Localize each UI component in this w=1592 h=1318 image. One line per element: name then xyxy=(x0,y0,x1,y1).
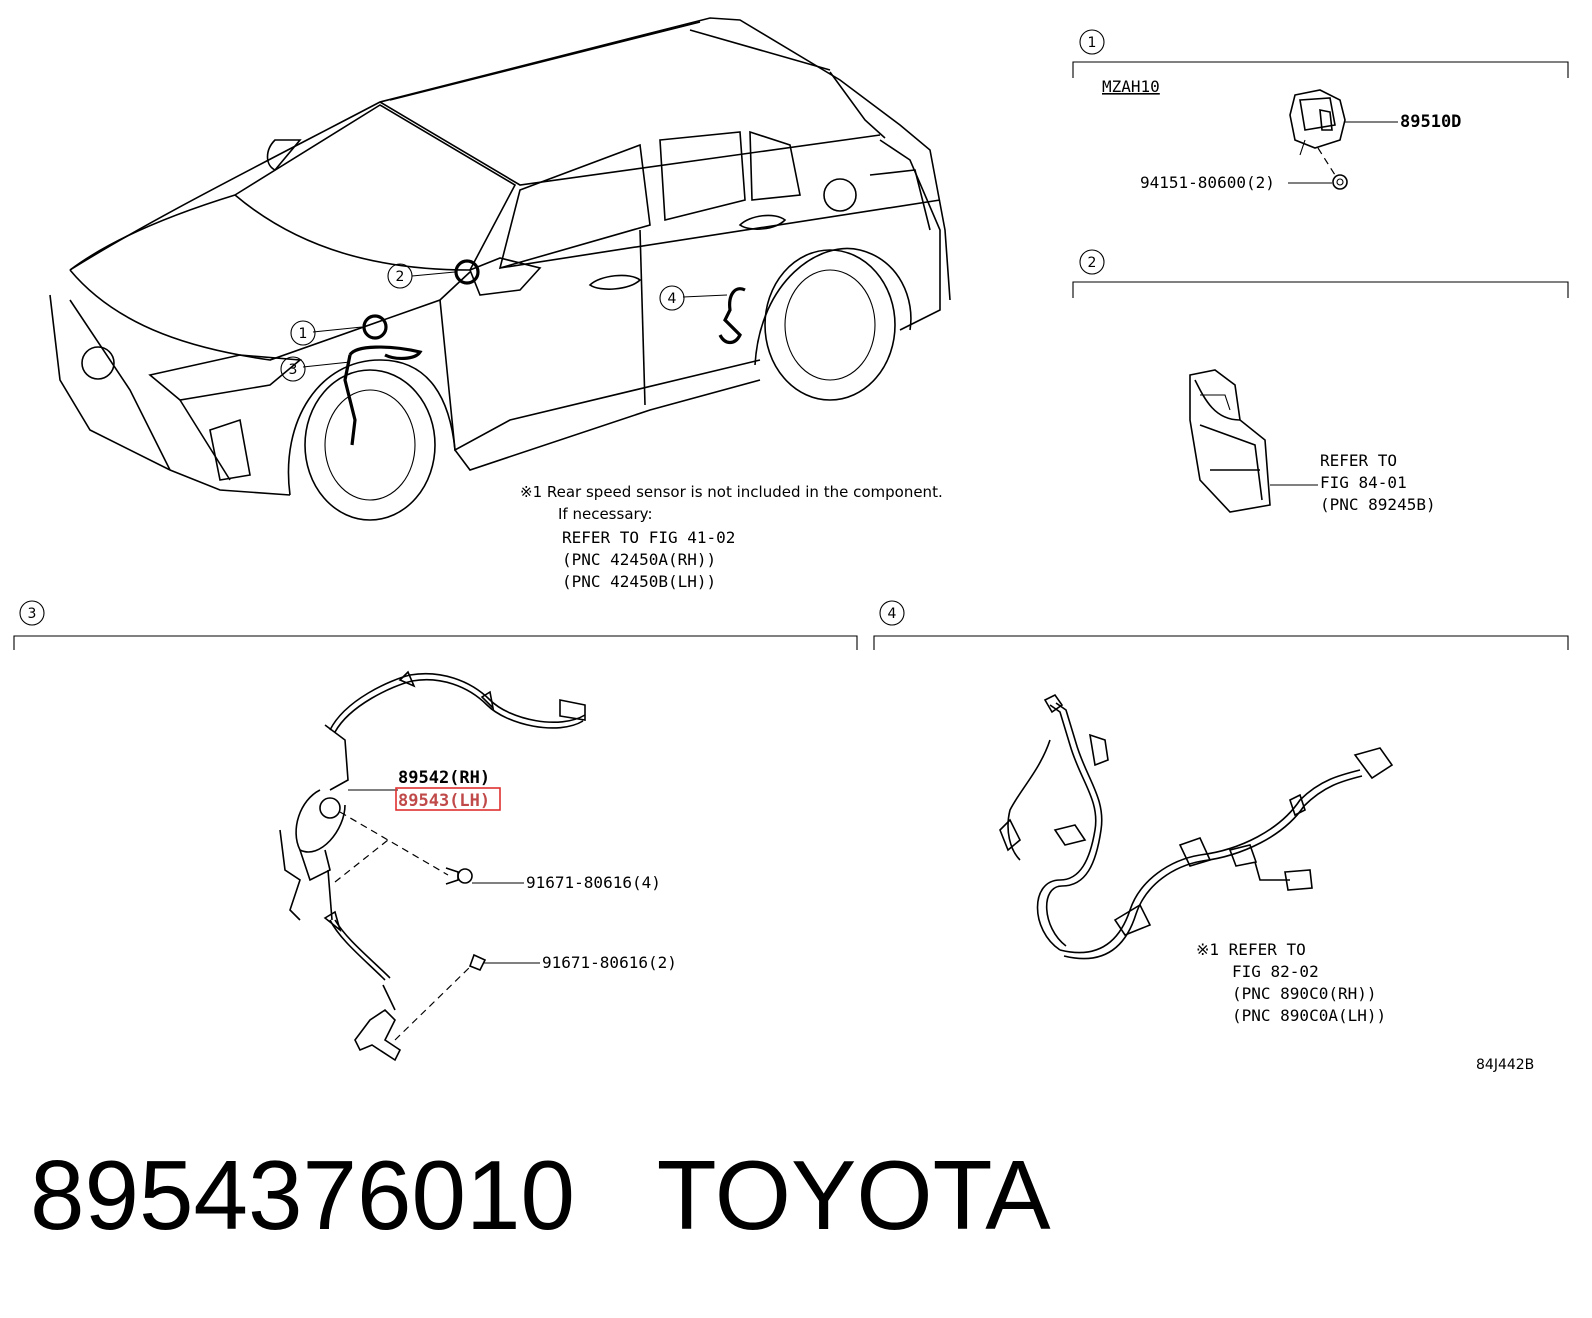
svg-text:(PNC 890C0A(LH)): (PNC 890C0A(LH)) xyxy=(1232,1006,1386,1025)
part-89542-rh-label[interactable]: 89542(RH) xyxy=(398,768,490,788)
section-2-reference: REFER TO FIG 84-01 (PNC 89245B) xyxy=(1320,451,1436,514)
model-code: MZAH10 xyxy=(1102,77,1160,96)
svg-text:1: 1 xyxy=(1088,35,1097,51)
svg-text:2: 2 xyxy=(1088,255,1097,271)
callout-1-car: 1 xyxy=(290,320,316,346)
svg-text:(PNC 42450A(RH)): (PNC 42450A(RH)) xyxy=(562,550,716,569)
svg-text:(PNC 42450B(LH)): (PNC 42450B(LH)) xyxy=(562,572,716,591)
section-1-header: 1 xyxy=(1072,29,1569,78)
section-2-header: 2 xyxy=(1072,249,1569,298)
callout-2-car: 2 xyxy=(387,263,413,289)
callout-4-car: 4 xyxy=(659,285,685,311)
section-4-header: 4 xyxy=(873,600,1569,650)
illustration-code: 84J442B xyxy=(1476,1057,1534,1073)
svg-text:※1 Rear speed sensor is not in: ※1 Rear speed sensor is not included in … xyxy=(520,483,943,501)
svg-text:※1 REFER TO: ※1 REFER TO xyxy=(1196,940,1306,959)
section-4-reference: ※1 REFER TO FIG 82-02 (PNC 890C0(RH)) (P… xyxy=(1196,940,1386,1025)
bolt-91671-2-label[interactable]: 91671-80616(2) xyxy=(542,953,677,972)
camera-sensor-part xyxy=(1288,89,1398,190)
footer-part-number: 8954376010 xyxy=(30,1140,576,1250)
svg-text:2: 2 xyxy=(396,269,405,285)
selected-part-highlight xyxy=(395,787,501,811)
svg-text:If necessary:: If necessary: xyxy=(558,505,653,523)
rear-sensor-note: ※1 Rear speed sensor is not included in … xyxy=(520,483,943,591)
section-3-header: 3 xyxy=(13,600,858,650)
part-89510D-label[interactable]: 89510D xyxy=(1400,112,1461,132)
front-speed-sensor-part xyxy=(279,670,586,1062)
svg-text:3: 3 xyxy=(289,362,298,378)
svg-text:FIG 82-02: FIG 82-02 xyxy=(1232,962,1319,981)
callout-3-car: 3 xyxy=(280,356,306,382)
svg-text:(PNC 89245B): (PNC 89245B) xyxy=(1320,495,1436,514)
footer-caption: 8954376010 TOYOTA xyxy=(30,1135,1051,1255)
vehicle-illustration xyxy=(49,17,951,521)
airbag-sensor-part xyxy=(1189,369,1318,513)
svg-text:3: 3 xyxy=(28,606,37,622)
svg-text:(PNC 890C0(RH)): (PNC 890C0(RH)) xyxy=(1232,984,1377,1003)
part-94151-label[interactable]: 94151-80600(2) xyxy=(1140,173,1275,192)
svg-text:FIG 84-01: FIG 84-01 xyxy=(1320,473,1407,492)
svg-text:REFER TO: REFER TO xyxy=(1320,451,1397,470)
svg-text:4: 4 xyxy=(888,606,897,622)
svg-text:REFER TO FIG 41-02: REFER TO FIG 41-02 xyxy=(562,528,735,547)
svg-text:1: 1 xyxy=(299,326,308,342)
svg-text:4: 4 xyxy=(668,291,677,307)
rear-wire-harness-part xyxy=(999,693,1394,960)
part-89543-lh-label[interactable]: 89543(LH) xyxy=(398,791,490,811)
footer-brand: TOYOTA xyxy=(656,1140,1051,1250)
bolt-91671-4-label[interactable]: 91671-80616(4) xyxy=(526,873,661,892)
